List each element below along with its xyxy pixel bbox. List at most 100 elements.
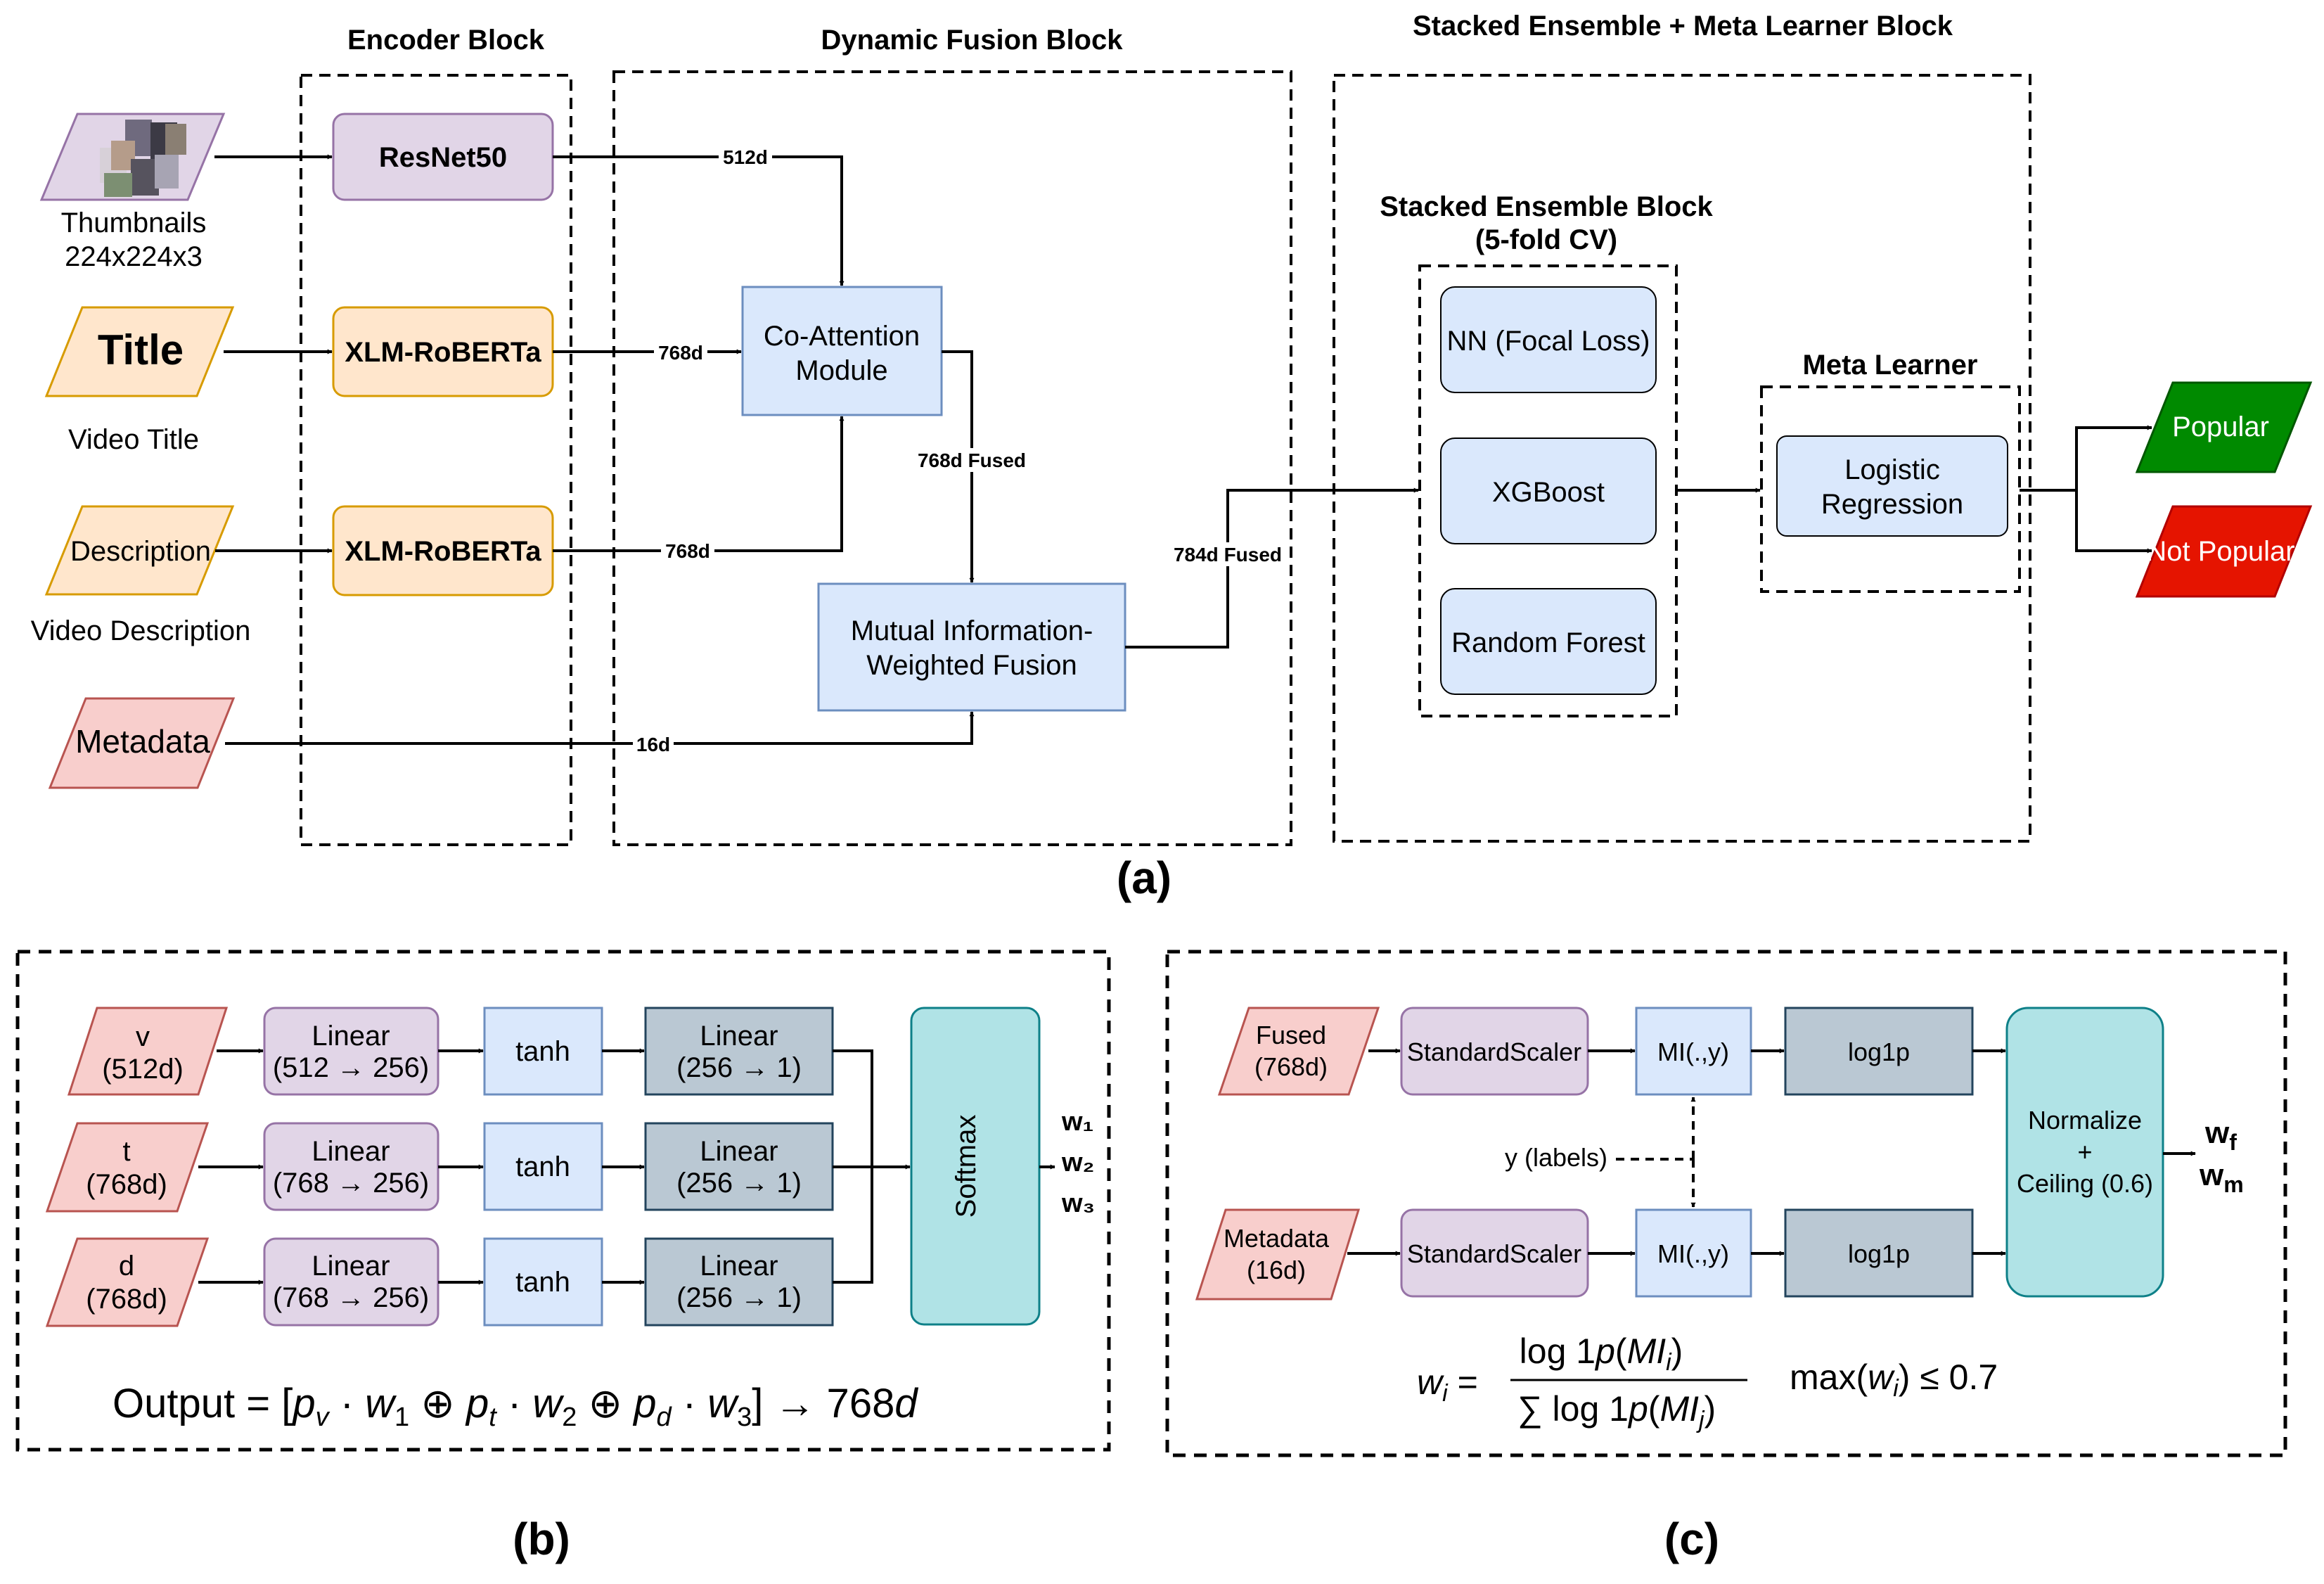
panel-c-frame — [1165, 950, 2287, 1457]
metadata-c-label-2: (16d) — [1247, 1256, 1306, 1284]
normalize-label-1: Normalize — [2028, 1106, 2142, 1135]
linear1-v-label-1: Linear — [312, 1021, 390, 1052]
caption-b: (b) — [513, 1514, 570, 1564]
stacked-meta-block — [1333, 74, 2031, 843]
svg-text:log 1p(MIi): log 1p(MIi) — [1520, 1331, 1683, 1376]
title-input-label: Title — [98, 326, 184, 373]
input-v — [67, 1007, 229, 1096]
linear2-t — [644, 1122, 834, 1211]
metadata-c-input — [1195, 1208, 1361, 1301]
fusion-block-title: Dynamic Fusion Block — [821, 25, 1124, 56]
logistic-regression-label-1: Logistic — [1844, 454, 1940, 485]
fused-input-label-1: Fused — [1256, 1021, 1326, 1049]
popular-label: Popular — [2172, 411, 2269, 442]
tanh-t-label: tanh — [515, 1151, 570, 1182]
normalize-label-3: Ceiling (0.6) — [2017, 1169, 2153, 1198]
input-v-label-1: v — [136, 1021, 150, 1052]
log1p-fused — [1784, 1007, 1974, 1096]
input-v-label-2: (512d) — [102, 1054, 184, 1085]
xgboost-label: XGBoost — [1492, 477, 1605, 508]
mi-weighted-fusion — [817, 582, 1126, 712]
encoder-block — [300, 74, 572, 846]
stacked-ensemble-subtitle: (5-fold CV) — [1475, 224, 1617, 255]
dynamic-fusion-block — [612, 70, 1292, 846]
xlmr-description-label: XLM-RoBERTa — [345, 536, 541, 567]
panel-b-row-v: v (512d) Linear (512 → 256) tanh Linear … — [67, 1007, 834, 1096]
linear2-t-label-2: (256 → 1) — [676, 1168, 802, 1199]
panel-b-row-t: t (768d) Linear (768 → 256) tanh Linear … — [45, 1122, 834, 1213]
nn-focal-loss-model — [1440, 286, 1657, 393]
co-attention-module — [741, 286, 943, 416]
input-t-label-1: t — [122, 1136, 130, 1167]
mi-meta-label: MI(.,y) — [1657, 1239, 1729, 1268]
meta-learner-title: Meta Learner — [1803, 350, 1978, 381]
arrow-meta-popular — [2020, 425, 2152, 492]
log1p-fused-label: log1p — [1848, 1037, 1910, 1066]
caption-a: (a) — [1117, 852, 1171, 903]
arrow-resnet-coattention — [553, 155, 845, 286]
title-caption: Video Title — [68, 424, 199, 455]
normalize-label-2: + — [2077, 1137, 2092, 1166]
linear2-d-label-2: (256 → 1) — [676, 1282, 802, 1313]
arrow-meta-not-popular — [2075, 490, 2152, 554]
tanh-v-label: tanh — [515, 1036, 570, 1067]
logistic-regression — [1776, 435, 2008, 537]
output-w1: w₁ — [1061, 1107, 1093, 1137]
description-input — [44, 505, 235, 596]
mi-fusion-label-1: Mutual Information- — [851, 615, 1093, 646]
edge-label-768d-fused: 768d Fused — [918, 449, 1026, 471]
random-forest-model — [1440, 588, 1657, 695]
output-wm: wm — [2199, 1158, 2244, 1197]
panel-a-connectors — [214, 154, 2152, 745]
edge-label-512d: 512d — [723, 146, 768, 168]
edge-label-16d: 16d — [636, 734, 670, 755]
linear1-t-label-1: Linear — [312, 1136, 390, 1167]
y-labels-text: y (labels) — [1505, 1143, 1607, 1172]
weight-formula: wi = log 1p(MIi) ∑ log 1p(MIj) max(wi) ≤… — [1417, 1331, 1998, 1433]
tanh-v — [483, 1007, 603, 1096]
popular-output — [2135, 381, 2313, 473]
metadata-c-label-1: Metadata — [1224, 1224, 1330, 1253]
panel-b-frame — [15, 950, 1111, 1452]
labels-dashed-connector — [1616, 1097, 1696, 1208]
edge-label-768d-title: 768d — [658, 342, 703, 364]
log1p-meta-label: log1p — [1848, 1239, 1910, 1268]
linear2-v-label-2: (256 → 1) — [676, 1052, 802, 1083]
tanh-d-label: tanh — [515, 1267, 570, 1298]
standard-scaler-meta-label: StandardScaler — [1407, 1239, 1581, 1268]
input-t-label-2: (768d) — [86, 1169, 167, 1200]
mi-fusion-label-2: Weighted Fusion — [866, 650, 1077, 681]
resnet50-label: ResNet50 — [379, 142, 507, 173]
panel-b-connectors — [198, 1048, 1055, 1285]
output-formula: Output = [pv · w1 ⊕ pt · w2 ⊕ pd · w3] →… — [113, 1381, 918, 1432]
input-d-label-2: (768d) — [86, 1284, 167, 1315]
thumbnails-caption-1: Thumbnails — [61, 207, 207, 238]
mi-fused-label: MI(.,y) — [1657, 1037, 1729, 1066]
input-d — [45, 1237, 210, 1327]
arrow-coattention-mifusion — [942, 350, 975, 583]
linear1-d-label-2: (768 → 256) — [273, 1282, 429, 1313]
svg-text:wi =: wi = — [1417, 1362, 1478, 1407]
standard-scaler-fused-label: StandardScaler — [1407, 1037, 1581, 1066]
log1p-meta — [1784, 1208, 1974, 1298]
fused-input — [1217, 1007, 1380, 1096]
random-forest-label: Random Forest — [1451, 627, 1645, 658]
stacked-meta-title: Stacked Ensemble + Meta Learner Block — [1413, 11, 1953, 41]
caption-c: (c) — [1664, 1514, 1719, 1564]
stacked-ensemble-title: Stacked Ensemble Block — [1380, 191, 1713, 222]
encoder-block-title: Encoder Block — [347, 25, 545, 56]
linear2-v-label-1: Linear — [700, 1021, 778, 1052]
mi-fused — [1635, 1007, 1752, 1096]
title-input — [44, 306, 235, 397]
co-attention-label-2: Module — [795, 355, 887, 386]
tanh-t — [483, 1122, 603, 1211]
nn-focal-loss-label: NN (Focal Loss) — [1447, 326, 1650, 357]
output-w2: w₂ — [1061, 1148, 1094, 1177]
co-attention-label-1: Co-Attention — [764, 321, 920, 352]
input-d-label-1: d — [119, 1251, 134, 1282]
output-w3: w₃ — [1061, 1189, 1095, 1218]
metadata-input — [48, 697, 236, 789]
edge-label-784d-fused: 784d Fused — [1174, 544, 1282, 566]
linear1-d-label-1: Linear — [312, 1251, 390, 1282]
